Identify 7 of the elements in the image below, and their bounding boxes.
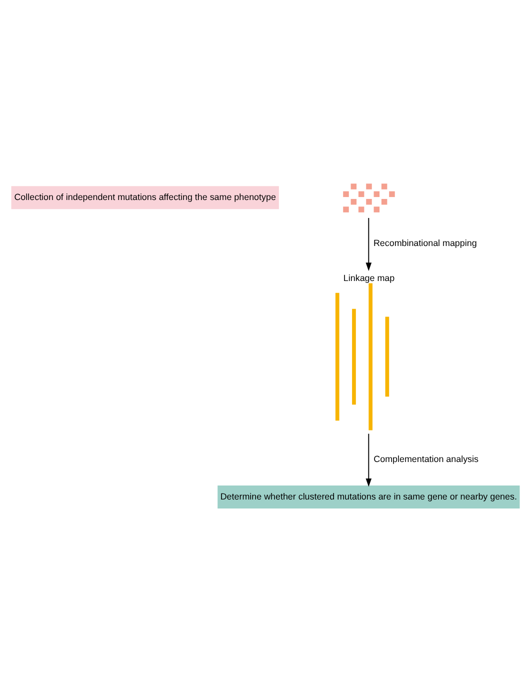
edge-label: Complementation analysis [374, 453, 478, 464]
node-box: Collection of independent mutations affecting the same phenotype [11, 186, 279, 209]
arrow [366, 216, 372, 270]
arrow [366, 432, 372, 486]
edge-label: Recombinational mapping [373, 238, 477, 248]
node-box: Determine whether clustered mutations are in same gene or nearby genes. [218, 484, 520, 508]
node-label: Linkage map [343, 272, 395, 282]
